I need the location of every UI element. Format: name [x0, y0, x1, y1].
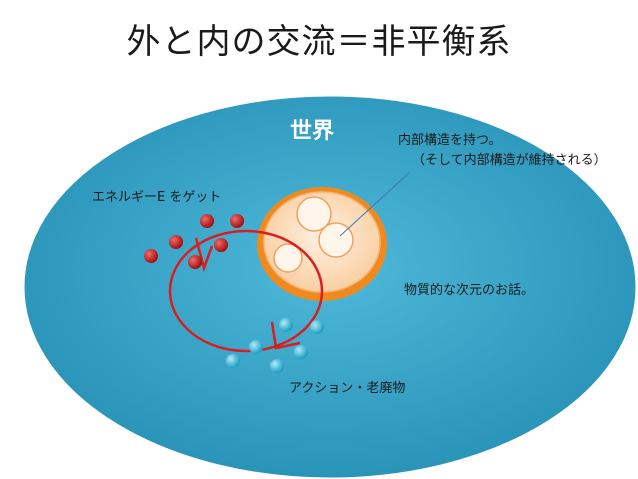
energy-ball — [188, 255, 202, 269]
energy-ball — [230, 214, 244, 228]
internal-structure-label: 内部構造を持つ。 — [398, 133, 502, 148]
waste-ball — [249, 340, 263, 354]
waste-ball — [294, 345, 308, 359]
waste-ball — [226, 354, 240, 368]
energy-ball — [214, 238, 228, 252]
waste-ball — [310, 320, 324, 334]
world-label: 世界 — [290, 119, 335, 144]
energy-ball — [144, 249, 158, 263]
waste-ball — [279, 318, 293, 332]
material-label: 物質的な次元のお話。 — [404, 283, 535, 298]
energy-ball — [169, 235, 183, 249]
cycle-output-tick — [270, 321, 301, 350]
cycle-loop — [168, 229, 324, 353]
maintained-label: （そして内部構造が維持される） — [412, 153, 607, 168]
energy-label: エネルギーE をゲット — [92, 190, 222, 205]
slide-title: 外と内の交流＝非平衡系 — [126, 22, 512, 62]
callout-line — [339, 171, 411, 237]
organelle-1 — [296, 196, 332, 232]
action-label: アクション・老廃物 — [289, 381, 406, 396]
waste-ball — [270, 359, 284, 373]
cycle-input-tick — [194, 237, 214, 273]
organelle-3 — [273, 243, 303, 273]
energy-ball — [200, 214, 214, 228]
